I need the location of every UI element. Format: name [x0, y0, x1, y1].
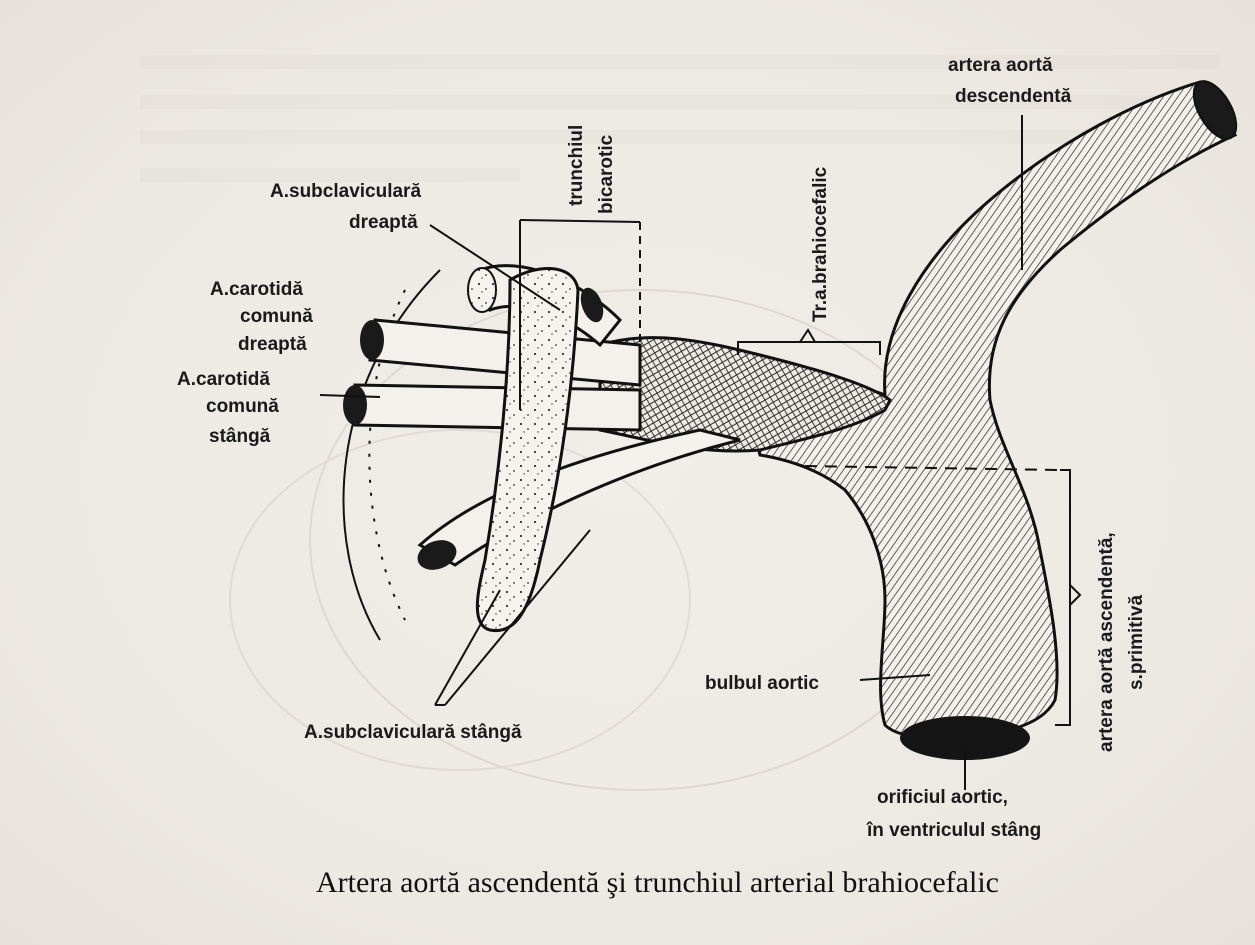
crossing-vessel-shape	[477, 269, 578, 631]
label-aortic-orifice: orificiul aortic, în ventriculul stâng	[866, 787, 1041, 841]
label-left-carotid: A.carotidă comună stângă	[177, 369, 279, 447]
label-right-subclavian: A.subclaviculară dreaptă	[270, 181, 421, 233]
svg-text:trunchiul: trunchiul	[566, 125, 587, 206]
svg-text:descendentă: descendentă	[955, 86, 1072, 107]
svg-text:artera aortă ascendentă,: artera aortă ascendentă,	[1096, 532, 1117, 752]
svg-text:în ventriculul stâng: în ventriculul stâng	[866, 820, 1041, 841]
left-subclavian-shape	[420, 430, 740, 565]
svg-text:s.primitivă: s.primitivă	[1126, 595, 1147, 690]
svg-text:comună: comună	[240, 306, 313, 327]
label-right-carotid: A.carotidă comună dreaptă	[210, 279, 313, 355]
label-left-subclavian: A.subclaviculară stângă	[304, 722, 522, 743]
svg-text:dreaptă: dreaptă	[349, 212, 418, 233]
label-brachiocephalic: Tr.a.brahiocefalic	[810, 166, 831, 322]
svg-text:artera aortă: artera aortă	[948, 55, 1053, 76]
svg-text:A.subclaviculară: A.subclaviculară	[270, 181, 421, 202]
svg-text:dreaptă: dreaptă	[238, 334, 307, 355]
svg-text:bicarotic: bicarotic	[596, 134, 617, 214]
svg-text:A.carotidă: A.carotidă	[177, 369, 270, 390]
label-aortic-bulb: bulbul aortic	[705, 673, 819, 694]
figure-caption: Artera aortă ascendentă şi trunchiul art…	[316, 866, 999, 900]
left-carotid-shape	[355, 385, 640, 430]
svg-text:stângă: stângă	[209, 426, 271, 447]
svg-text:comună: comună	[206, 396, 279, 417]
svg-text:orificiul aortic,: orificiul aortic,	[877, 787, 1008, 808]
svg-text:A.carotidă: A.carotidă	[210, 279, 303, 300]
label-ascending-aorta: artera aortă ascendentă, s.primitivă	[1096, 532, 1147, 752]
